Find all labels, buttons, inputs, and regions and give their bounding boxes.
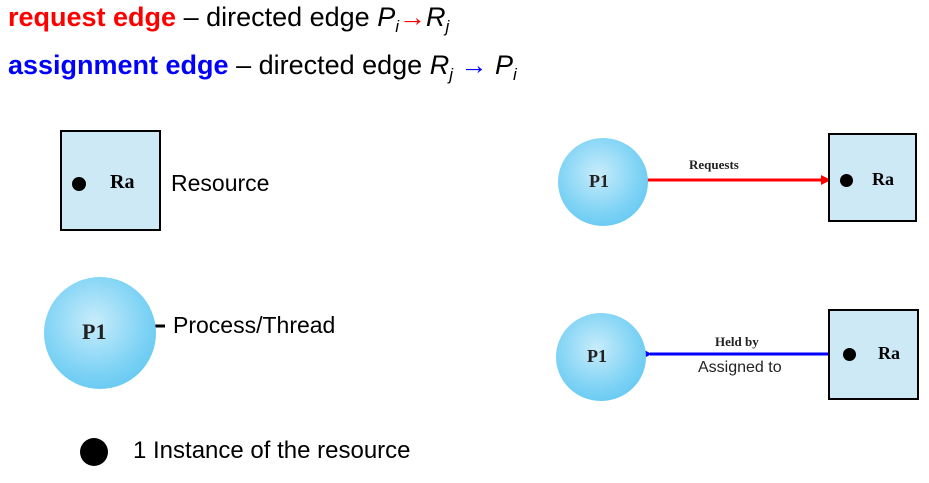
assignment-edge-label: Held by: [715, 334, 759, 349]
process-caption: Process/Thread: [173, 312, 336, 338]
assignment-process-node: [556, 313, 646, 401]
legend-process-node: [44, 277, 156, 389]
request-resource-instance-dot: [840, 174, 853, 187]
instance-legend-dot: [80, 438, 108, 466]
request-resource-label: Ra: [872, 169, 894, 189]
request-process-label: P1: [589, 171, 609, 191]
assignment-resource-label: Ra: [878, 343, 900, 363]
assignment-edge-from: Rj: [429, 50, 453, 84]
assignment-arrow-glyph: →: [460, 50, 488, 80]
assignment-edge-desc: – directed edge: [228, 50, 430, 80]
assignment-resource-instance-dot: [843, 348, 856, 361]
request-edge-definition: request edge – directed edge Pi→Rj: [8, 2, 449, 37]
request-edge-to: Rj: [426, 2, 450, 36]
request-edge-from: Pi: [377, 2, 400, 36]
legend-resource-label: Ra: [110, 171, 135, 193]
assignment-edge-definition: assignment edge – directed edge Rj → Pi: [8, 50, 517, 85]
legend-process-label: P1: [82, 319, 107, 344]
request-edge-label: Requests: [689, 157, 739, 172]
request-process-node: [558, 138, 648, 226]
assignment-edge-to: Pi: [495, 50, 517, 84]
assignment-process-label: P1: [587, 346, 607, 366]
assignment-resource-box: [828, 309, 919, 400]
resource-caption: Resource: [171, 170, 270, 196]
request-edge-term: request edge: [8, 2, 177, 32]
assignment-edge-term: assignment edge: [8, 50, 229, 80]
request-edge-desc: – directed edge: [176, 2, 378, 32]
legend-instance-dot: [72, 177, 86, 191]
request-arrow-glyph: →: [399, 2, 427, 32]
assignment-edge-sublabel: Assigned to: [698, 359, 782, 376]
instance-caption: 1 Instance of the resource: [133, 437, 411, 464]
